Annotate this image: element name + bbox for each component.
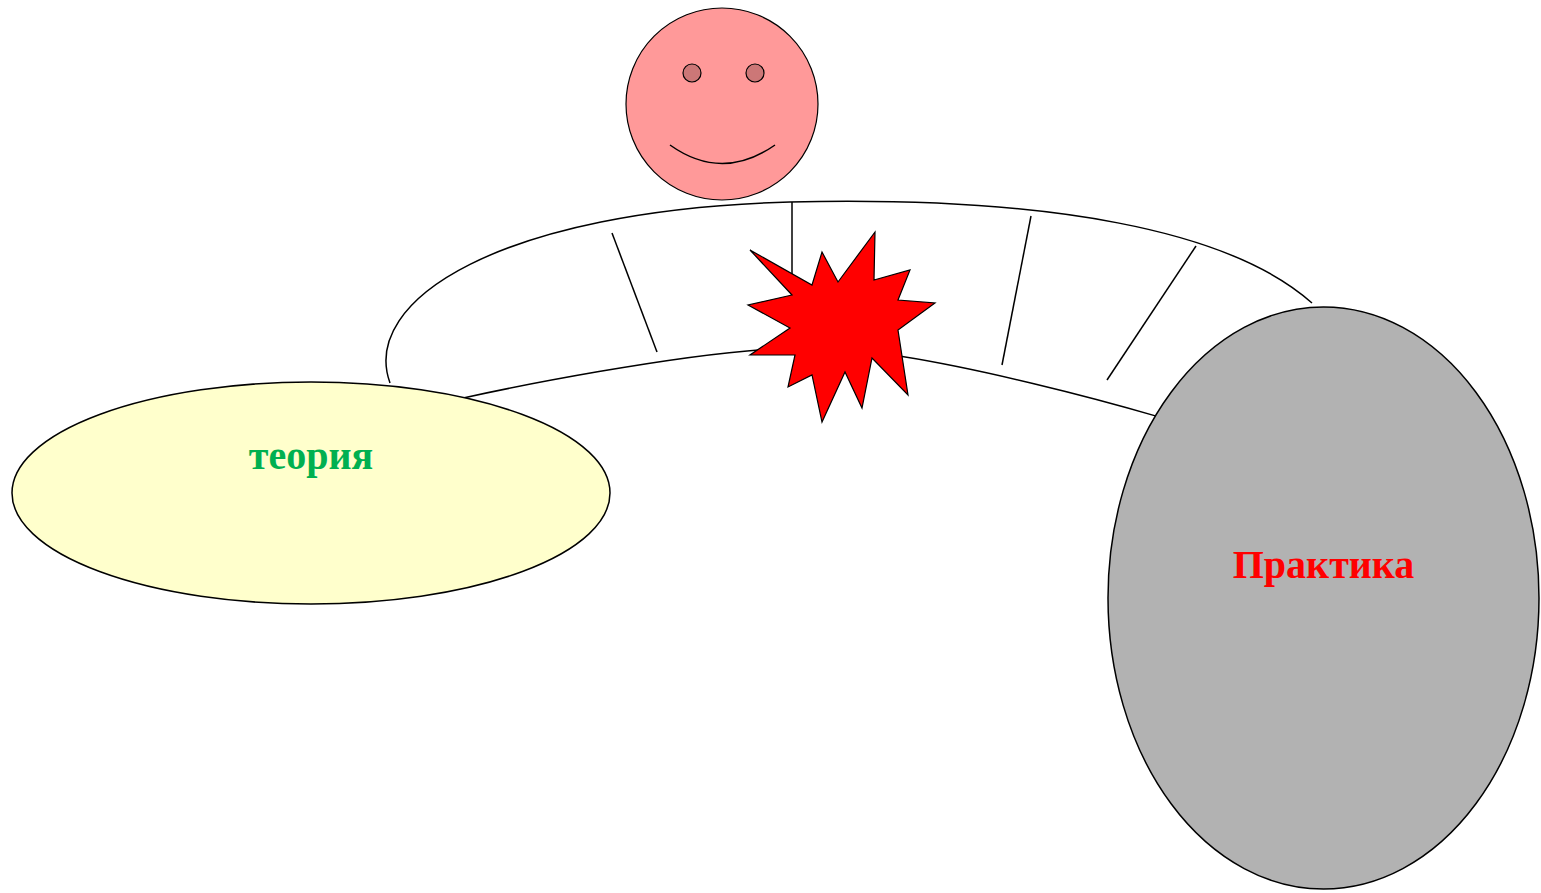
bridge-plank [1107, 246, 1196, 380]
ellipse-shape [12, 382, 610, 604]
node-label: теория [249, 433, 373, 479]
explosion-star [748, 232, 935, 422]
bridge-plank [612, 233, 657, 352]
ellipse-outline [1107, 306, 1540, 890]
ellipse-shape [1108, 307, 1539, 889]
ellipse-outline [11, 381, 611, 605]
node-label: Практика [1233, 542, 1415, 588]
smiley-eye [746, 64, 764, 82]
smiley-eye [683, 64, 701, 82]
smiley-face [626, 8, 818, 200]
bridge-plank [791, 202, 793, 275]
bridge-plank [1002, 216, 1031, 365]
ellipse-node: Практика [1107, 306, 1540, 890]
ellipse-node: теория [11, 381, 611, 605]
smiley-mouth [670, 145, 775, 164]
